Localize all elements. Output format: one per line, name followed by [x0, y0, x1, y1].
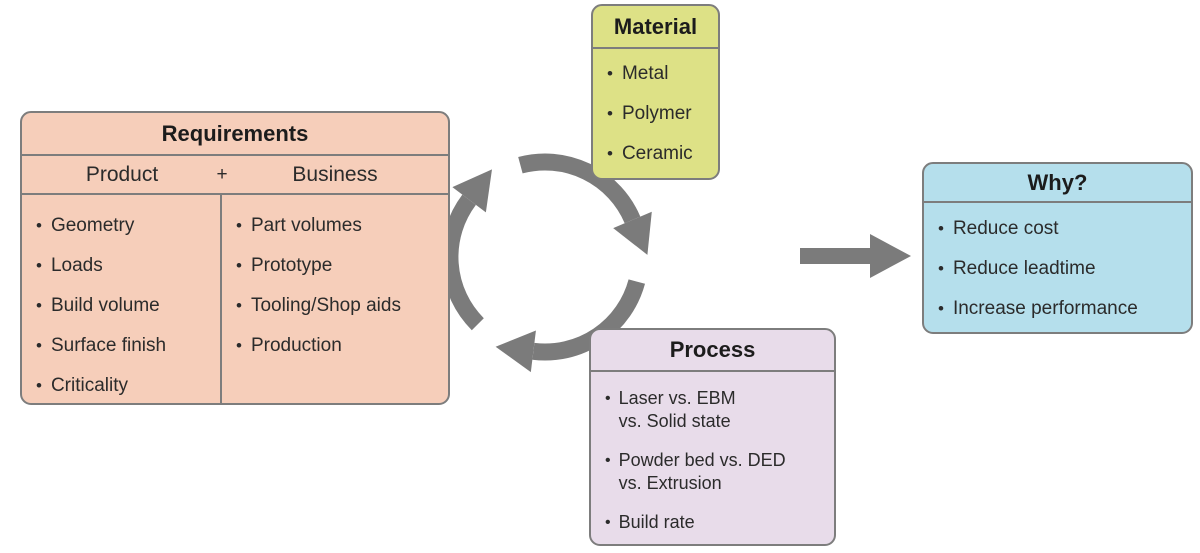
list-item-line: vs. Extrusion [618, 473, 722, 493]
material-box: Material • Metal • Polymer • Ceramic [591, 4, 720, 180]
bullet-icon: • [236, 216, 242, 235]
right-arrow-icon [800, 234, 911, 278]
bullet-icon: • [938, 299, 944, 318]
list-item-label: Laser vs. EBM vs. Solid state [619, 387, 736, 433]
list-item-label: Powder bed vs. DED vs. Extrusion [619, 449, 786, 495]
list-item-label: Geometry [50, 215, 135, 236]
process-list: • Laser vs. EBM vs. Solid state • Powder… [591, 372, 834, 534]
list-item-label: Build rate [619, 511, 695, 534]
plus-sign: + [216, 163, 228, 185]
list-item-line: vs. Solid state [618, 411, 731, 431]
list-item: • Prototype [222, 246, 448, 286]
list-item: • Loads [22, 246, 220, 286]
bullet-icon: • [607, 104, 613, 123]
bullet-icon: • [938, 259, 944, 278]
list-item-label: Ceramic [621, 143, 693, 164]
list-item-label: Loads [50, 255, 103, 276]
list-item-label: Criticality [50, 375, 129, 396]
list-item: • Reduce cost [924, 209, 1191, 249]
process-box: Process • Laser vs. EBM vs. Solid state … [589, 328, 836, 546]
list-item: • Laser vs. EBM vs. Solid state [605, 387, 834, 433]
list-item: • Production [222, 326, 448, 366]
bullet-icon: • [607, 64, 613, 83]
process-title: Process [591, 330, 834, 372]
bullet-icon: • [938, 219, 944, 238]
list-item-label: Polymer [621, 103, 692, 124]
why-title: Why? [924, 164, 1191, 203]
bullet-icon: • [36, 336, 42, 355]
list-item-line: Build rate [618, 512, 695, 532]
requirements-body: • Geometry • Loads • Build volume • Surface … [22, 195, 448, 403]
bullet-icon: • [605, 390, 611, 407]
cycle-arrowhead [613, 211, 652, 255]
requirements-box: Requirements Product + Business • Geometr… [20, 111, 450, 405]
list-item-label: Prototype [250, 255, 333, 276]
cycle-arc [518, 153, 641, 224]
list-item-line: Powder bed vs. DED [618, 450, 786, 470]
business-list: • Part volumes • Prototype • Tooling/Shop a… [222, 195, 448, 403]
list-item-line: Laser vs. EBM [618, 388, 736, 408]
cycle-arrows-icon [409, 153, 652, 397]
list-item-label: Metal [621, 63, 669, 84]
bullet-icon: • [236, 256, 242, 275]
list-item: • Metal [593, 54, 718, 94]
list-item-label: Part volumes [250, 215, 362, 236]
cycle-segment [518, 153, 652, 255]
list-item-label: Production [250, 335, 342, 356]
list-item: • Tooling/Shop aids [222, 286, 448, 326]
list-item: • Geometry [22, 206, 220, 246]
list-item: • Build rate [605, 511, 834, 534]
requirements-subheader: Product + Business [22, 156, 448, 195]
product-list: • Geometry • Loads • Build volume • Surface … [22, 195, 222, 403]
list-item-label: Increase performance [952, 298, 1138, 319]
list-item: • Criticality [22, 366, 220, 403]
list-item-label: Reduce leadtime [952, 258, 1096, 279]
bullet-icon: • [607, 144, 613, 163]
material-list: • Metal • Polymer • Ceramic [593, 49, 718, 174]
list-item: • Powder bed vs. DED vs. Extrusion [605, 449, 834, 495]
list-item: • Surface finish [22, 326, 220, 366]
list-item: • Part volumes [222, 206, 448, 246]
bullet-icon: • [36, 216, 42, 235]
list-item: • Build volume [22, 286, 220, 326]
bullet-icon: • [605, 514, 611, 531]
list-item: • Reduce leadtime [924, 249, 1191, 289]
list-item-label: Tooling/Shop aids [250, 295, 401, 316]
list-item-label: Surface finish [50, 335, 167, 356]
list-item-label: Reduce cost [952, 218, 1059, 239]
why-list: • Reduce cost • Reduce leadtime • Increase … [924, 203, 1191, 329]
bullet-icon: • [36, 256, 42, 275]
material-title: Material [593, 6, 718, 49]
product-column-header: Product [85, 162, 159, 186]
list-item-label: Build volume [50, 295, 160, 316]
requirements-title: Requirements [22, 113, 448, 156]
why-box: Why? • Reduce cost • Reduce leadtime • Incr… [922, 162, 1193, 334]
bullet-icon: • [236, 296, 242, 315]
list-item: • Increase performance [924, 289, 1191, 329]
business-column-header: Business [292, 162, 378, 186]
list-item: • Ceramic [593, 134, 718, 174]
bullet-icon: • [605, 452, 611, 469]
bullet-icon: • [36, 296, 42, 315]
bullet-icon: • [36, 376, 42, 395]
list-item: • Polymer [593, 94, 718, 134]
bullet-icon: • [236, 336, 242, 355]
